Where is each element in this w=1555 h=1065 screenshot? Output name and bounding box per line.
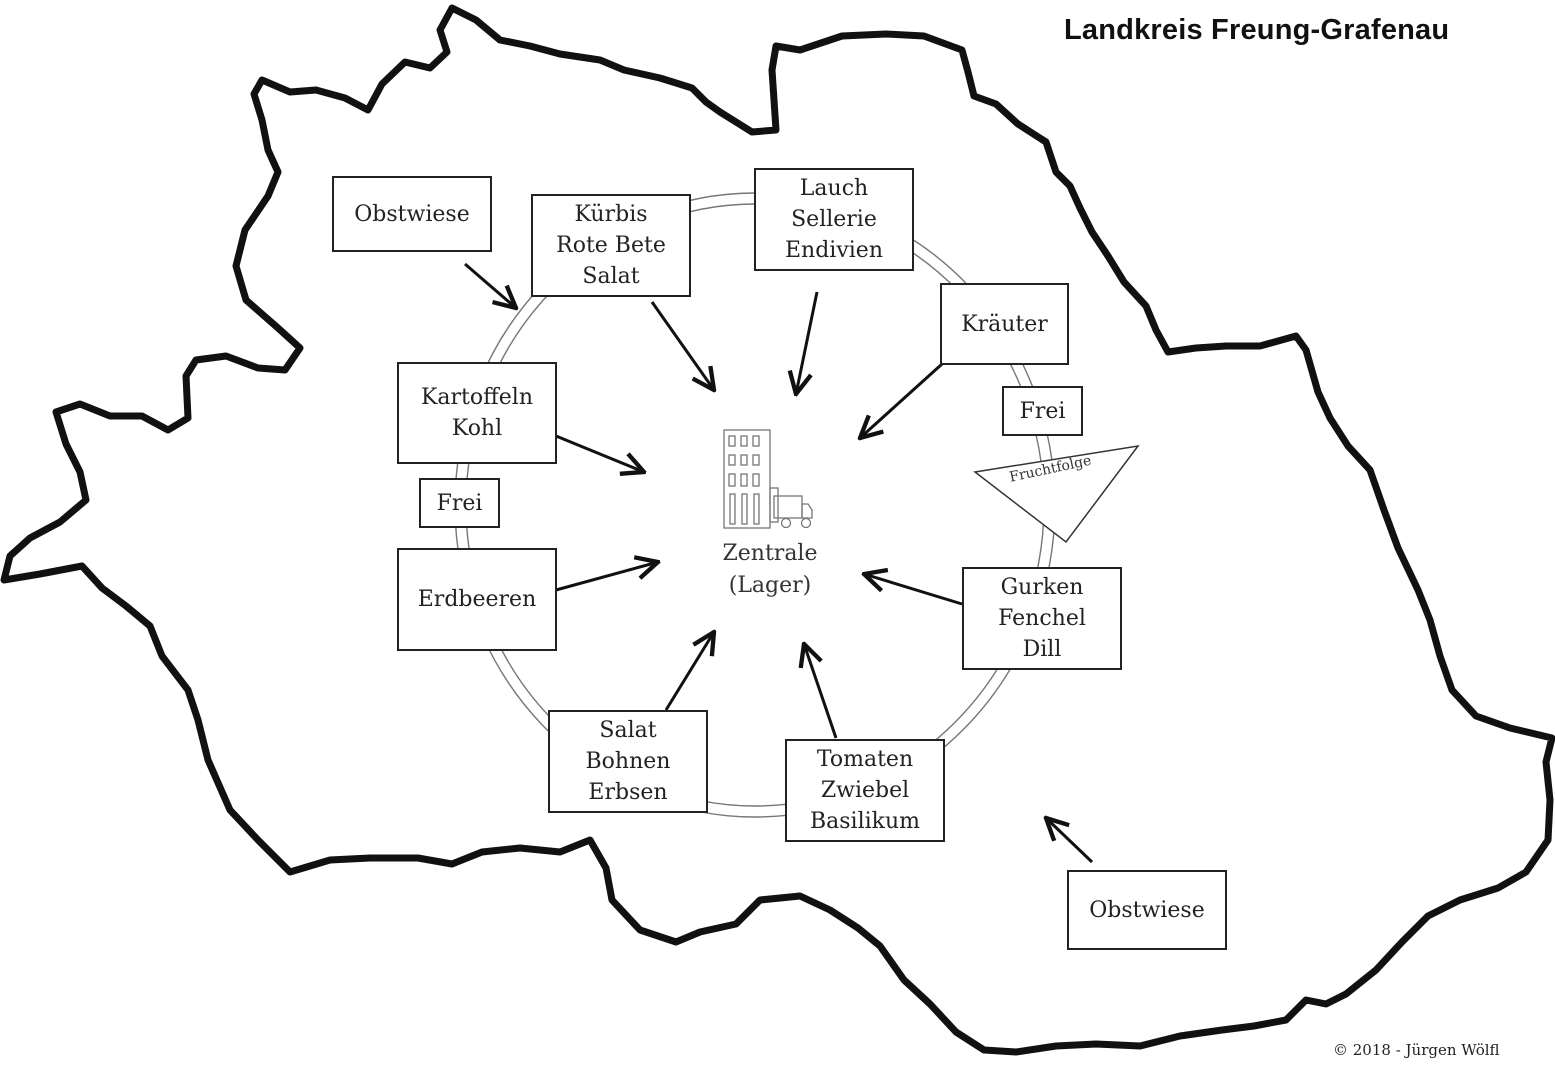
box-line: Kartoffeln	[420, 385, 533, 410]
box-line: Salat	[582, 264, 640, 289]
box-kuerbis: Kürbis Rote Bete Salat	[531, 194, 691, 297]
zentrale-line-1: Zentrale	[722, 541, 818, 566]
box-line: Bohnen	[585, 749, 671, 774]
box-line: Lauch	[799, 176, 869, 201]
box-kartoffeln: Kartoffeln Kohl	[397, 362, 557, 464]
box-line: Dill	[1022, 637, 1062, 662]
box-line: Fenchel	[998, 606, 1086, 631]
rotation-direction-triangle	[973, 444, 1140, 544]
box-line: Kräuter	[961, 311, 1048, 337]
box-salat: Salat Bohnen Erbsen	[548, 710, 708, 813]
box-line: Erdbeeren	[417, 587, 537, 612]
arrow-kraeuter	[860, 362, 944, 438]
box-line: Tomaten	[816, 747, 914, 772]
district-outline	[0, 4, 1555, 1056]
arrow-salat	[664, 632, 714, 711]
box-frei-right: Frei	[1002, 386, 1083, 436]
box-line: Sellerie	[791, 207, 877, 232]
box-tomaten: Tomaten Zwiebel Basilikum	[785, 739, 945, 842]
box-erdbeeren: Erdbeeren	[397, 548, 557, 651]
arrow-obstwiese-top	[464, 262, 516, 308]
arrow-kuerbis	[650, 301, 714, 390]
box-line: Basilikum	[809, 809, 921, 834]
box-line: Rote Bete	[556, 233, 666, 258]
box-line: Obstwiese	[354, 201, 470, 227]
box-line: Frei	[436, 490, 483, 516]
box-lauch: Lauch Sellerie Endivien	[754, 168, 914, 271]
box-kraeuter: Kräuter	[940, 283, 1069, 365]
box-gurken: Gurken Fenchel Dill	[962, 567, 1122, 670]
arrow-erdbeeren	[555, 562, 658, 592]
box-line: Obstwiese	[1089, 897, 1205, 923]
box-line: Frei	[1019, 398, 1066, 424]
box-line: Endivien	[784, 238, 883, 263]
box-line: Zwiebel	[820, 778, 910, 803]
arrow-kartoffeln	[555, 434, 644, 472]
box-line: Erbsen	[588, 780, 668, 805]
building-truck-icon	[723, 429, 813, 529]
copyright-notice: © 2018 - Jürgen Wölfl	[1333, 1041, 1500, 1059]
box-obstwiese-top: Obstwiese	[332, 176, 492, 252]
box-frei-left: Frei	[419, 478, 500, 528]
box-line: Gurken	[1000, 575, 1084, 600]
box-line: Kürbis	[574, 202, 648, 227]
arrow-lauch	[796, 291, 819, 394]
box-line: Salat	[599, 718, 657, 743]
arrow-tomaten	[804, 644, 838, 739]
arrows	[464, 262, 1094, 864]
arrow-gurken	[864, 574, 963, 606]
zentrale-label: Zentrale (Lager)	[690, 538, 850, 602]
box-obstwiese-bottom: Obstwiese	[1067, 870, 1227, 950]
box-line: Kohl	[451, 416, 503, 441]
zentrale-line-2: (Lager)	[728, 573, 812, 598]
arrow-obstwiese-bottom	[1046, 818, 1094, 864]
map-title: Landkreis Freung-Grafenau	[1064, 14, 1450, 46]
